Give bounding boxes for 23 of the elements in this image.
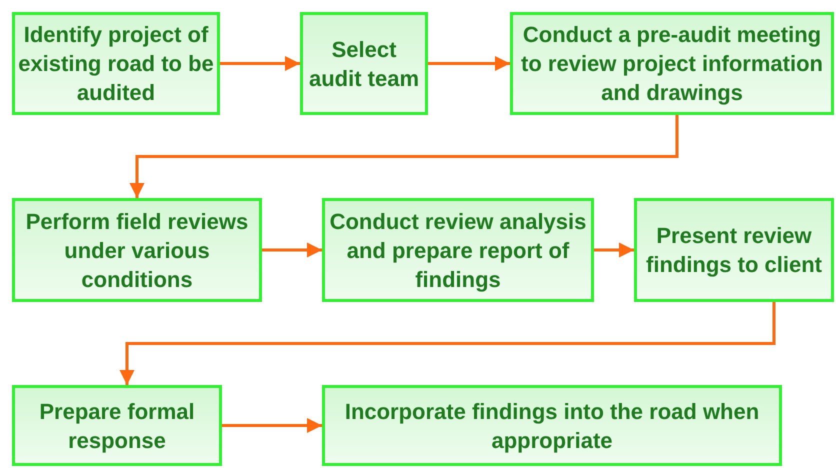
step-text: Select audit team: [308, 36, 420, 92]
process-box: [12, 198, 262, 302]
arrow: [262, 242, 322, 258]
process-box: [12, 12, 220, 115]
process-box: [634, 198, 834, 302]
step-text: Identify project of existing road to be audited: [17, 21, 215, 107]
process-box: [300, 12, 428, 115]
process-box: [510, 12, 834, 115]
arrow: [130, 115, 678, 198]
arrow: [594, 242, 634, 258]
step-text: Conduct review analysis and prepare report of findings: [328, 208, 588, 294]
step-text: Incorporate findings into the road when appropriate: [344, 398, 760, 454]
arrow: [222, 418, 322, 433]
step-text: Prepare formal response: [38, 398, 196, 454]
arrow: [120, 302, 776, 385]
step-text: Perform field reviews under various conditions: [24, 208, 250, 294]
step-text: Conduct a pre-audit meeting to review project information and drawings: [520, 21, 824, 107]
process-box: [322, 385, 782, 466]
process-box: [12, 385, 222, 466]
arrow: [220, 56, 300, 71]
arrow: [428, 56, 510, 71]
process-box: [322, 198, 594, 302]
step-text: Present review findings to client: [645, 222, 823, 279]
